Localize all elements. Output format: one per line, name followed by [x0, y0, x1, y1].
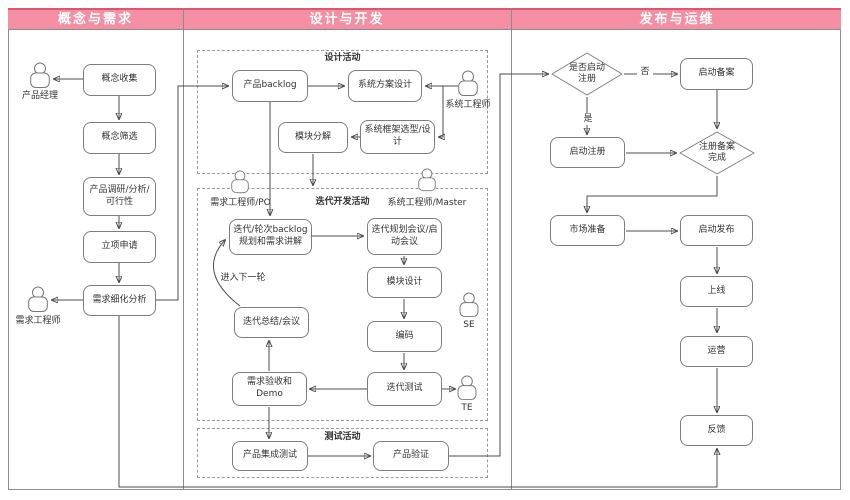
person-sys-engineer-icon [458, 70, 478, 101]
edge-label-no: 否 [637, 66, 653, 78]
node-feedback: 反馈 [680, 415, 753, 446]
person-req-engineer-label: 需求工程师 [15, 316, 61, 326]
lane-title-design: 设计与开发 [309, 12, 385, 27]
person-sys-engineer-master-label: 系统工程师/Master [387, 198, 467, 208]
person-te-icon [457, 375, 477, 405]
node-sys-design: 系统方案设计 [348, 70, 422, 102]
decision-register-label: 是否启动 注册 [568, 62, 605, 84]
lane-title-concept: 概念与需求 [57, 12, 133, 27]
node-iter-test: 迭代测试 [367, 372, 442, 406]
node-launch-release: 启动发布 [680, 215, 753, 246]
person-se-icon [459, 292, 479, 322]
lane-divider-2 [511, 8, 512, 490]
node-record-filing: 启动备案 [680, 58, 753, 90]
node-start-register: 启动注册 [550, 137, 625, 168]
node-integration-test: 产品集成测试 [232, 441, 308, 471]
diamond-shape [679, 131, 755, 175]
node-iter-meeting: 迭代规划会议/启 动会议 [367, 218, 442, 255]
decision-done-diamond: 注册备案 完成 [679, 131, 755, 175]
node-go-live: 上线 [680, 276, 753, 307]
person-sys-engineer-label: 系统工程师 [445, 100, 491, 110]
person-se-label: SE [463, 320, 475, 330]
node-framework: 系统框架选型/设 计 [360, 120, 435, 154]
person-req-engineer-icon [28, 286, 48, 317]
lane-divider-1 [183, 8, 184, 490]
person-req-engineer-po-label: 需求工程师/PO [210, 198, 271, 208]
decision-done-label: 注册备案 完成 [698, 141, 735, 163]
node-module-split: 模块分解 [278, 122, 348, 153]
node-req-refine: 需求细化分析 [83, 285, 156, 316]
group-design-activity-label: 设计活动 [324, 53, 361, 63]
lane-title-release: 发布与运维 [639, 12, 715, 27]
node-iter-summary: 迭代总结/会议 [234, 307, 309, 338]
group-iteration-activity-label: 迭代开发活动 [315, 197, 370, 207]
person-req-engineer-po-icon [230, 170, 250, 198]
person-sys-engineer-master-icon [417, 168, 437, 196]
node-operation: 运营 [680, 336, 753, 367]
node-product-backlog: 产品backlog [232, 70, 308, 102]
node-acceptance: 需求验收和 Demo [232, 372, 307, 406]
diamond-shape [551, 52, 623, 96]
node-concept-collect: 概念收集 [83, 64, 156, 96]
edge-label-yes: 是 [580, 113, 596, 125]
node-concept-filter: 概念筛选 [83, 122, 156, 154]
node-iter-backlog: 迭代/轮次backlog 规划和需求讲解 [229, 219, 312, 255]
lane-header-band [8, 8, 841, 30]
node-verification: 产品验证 [373, 441, 449, 471]
node-coding: 编码 [367, 321, 442, 352]
person-product-manager-label: 产品经理 [21, 91, 58, 101]
person-te-label: TE [461, 403, 473, 413]
node-module-design: 模块设计 [367, 267, 442, 298]
person-product-manager-icon [30, 62, 50, 93]
edge-label-next-round: 进入下一轮 [220, 273, 266, 283]
node-research: 产品调研/分析/ 可行性 [83, 177, 156, 216]
group-design-activity [197, 50, 488, 174]
node-project-apply: 立项申请 [83, 231, 156, 263]
node-market-prep: 市场准备 [550, 215, 625, 246]
decision-register-diamond: 是否启动 注册 [551, 52, 623, 96]
